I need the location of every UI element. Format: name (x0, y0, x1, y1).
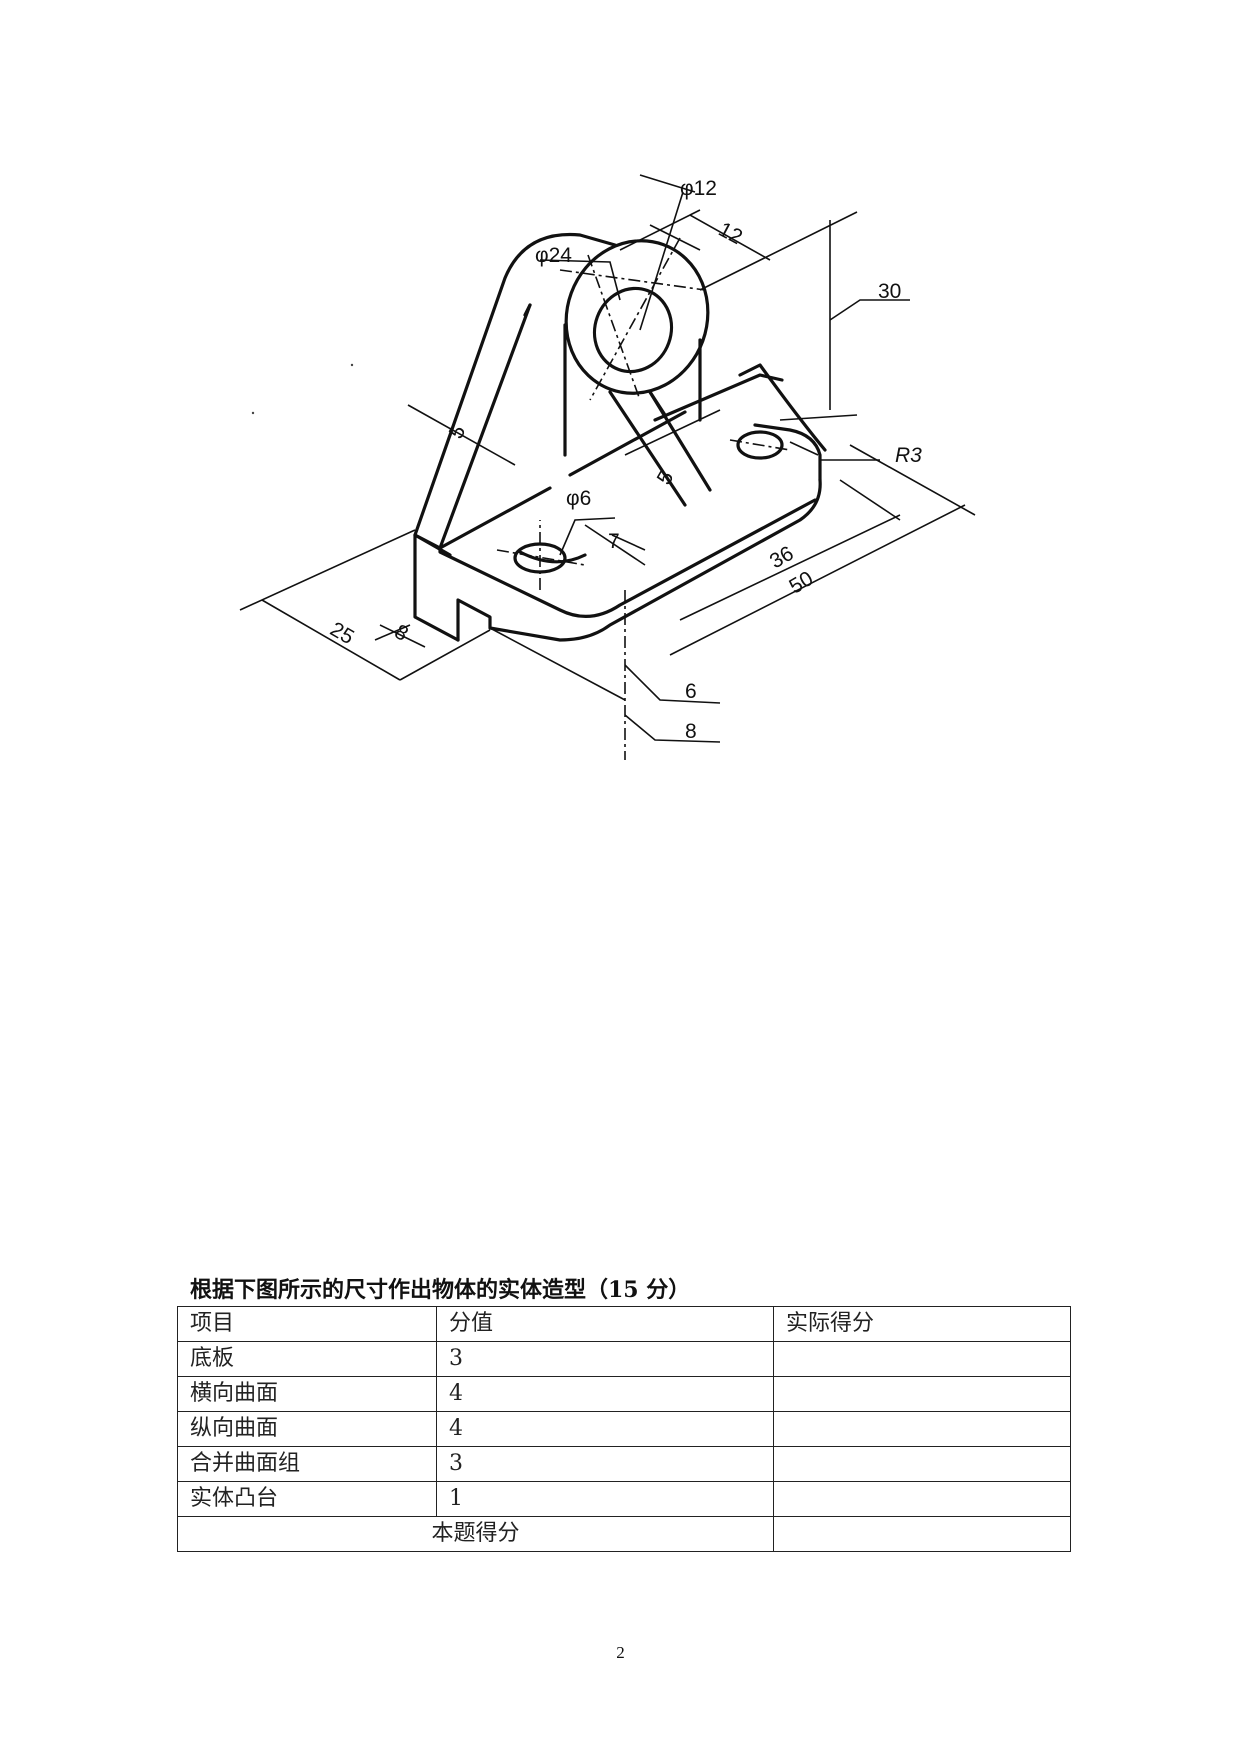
dim-phi12: φ12 (680, 177, 717, 200)
cell-score: 4 (436, 1376, 774, 1412)
cell-score: 3 (436, 1446, 774, 1482)
table-row: 底板 3 (177, 1341, 1071, 1377)
object-outline (413, 232, 827, 642)
table-total-row: 本题得分 (177, 1516, 1071, 1552)
cell-score: 4 (436, 1411, 774, 1447)
cell-item: 底板 (177, 1341, 437, 1377)
total-label: 本题得分 (177, 1516, 774, 1552)
isometric-drawing: φ12 φ24 12 30 R3 5 5 φ6 7 36 50 25 8 6 8 (239, 174, 976, 760)
dim-phi24: φ24 (535, 244, 572, 267)
header-score: 分值 (436, 1306, 774, 1342)
cell-item: 纵向曲面 (177, 1411, 437, 1447)
table-row: 横向曲面 4 (177, 1376, 1071, 1412)
dim-36: 36 (766, 542, 798, 574)
dim-phi6: φ6 (566, 487, 591, 510)
score-table: 项目 分值 实际得分 底板 3 横向曲面 4 纵向曲面 4 合并曲面组 3 实体… (177, 1306, 1071, 1552)
table-row: 实体凸台 1 (177, 1481, 1071, 1517)
table-header-row: 项目 分值 实际得分 (177, 1306, 1071, 1342)
header-item: 项目 (177, 1306, 437, 1342)
dim-r3: R3 (895, 444, 922, 467)
dim-8-front: 8 (390, 620, 412, 646)
header-actual: 实际得分 (773, 1306, 1071, 1342)
dim-6: 6 (685, 680, 697, 703)
dim-8-bottom: 8 (685, 720, 697, 743)
cell-actual[interactable] (773, 1481, 1071, 1517)
cell-actual[interactable] (773, 1376, 1071, 1412)
dim-7: 7 (608, 530, 620, 553)
table-row: 纵向曲面 4 (177, 1411, 1071, 1447)
scan-specks (251, 363, 354, 415)
cell-score: 1 (436, 1481, 774, 1517)
dim-30: 30 (878, 280, 901, 303)
table-row: 合并曲面组 3 (177, 1446, 1071, 1482)
dim-5-right: 5 (653, 467, 679, 489)
dimension-lines (239, 174, 976, 760)
cell-actual[interactable] (773, 1341, 1071, 1377)
question-title: 根据下图所示的尺寸作出物体的实体造型（15 分） (190, 1277, 691, 1303)
cell-score: 3 (436, 1341, 774, 1377)
cell-item: 合并曲面组 (177, 1446, 437, 1482)
cell-item: 实体凸台 (177, 1481, 437, 1517)
dim-25: 25 (326, 618, 358, 650)
page-number: 2 (616, 1643, 625, 1662)
cell-item: 横向曲面 (177, 1376, 437, 1412)
cell-actual[interactable] (773, 1411, 1071, 1447)
cell-actual[interactable] (773, 1446, 1071, 1482)
total-value[interactable] (773, 1516, 1071, 1552)
